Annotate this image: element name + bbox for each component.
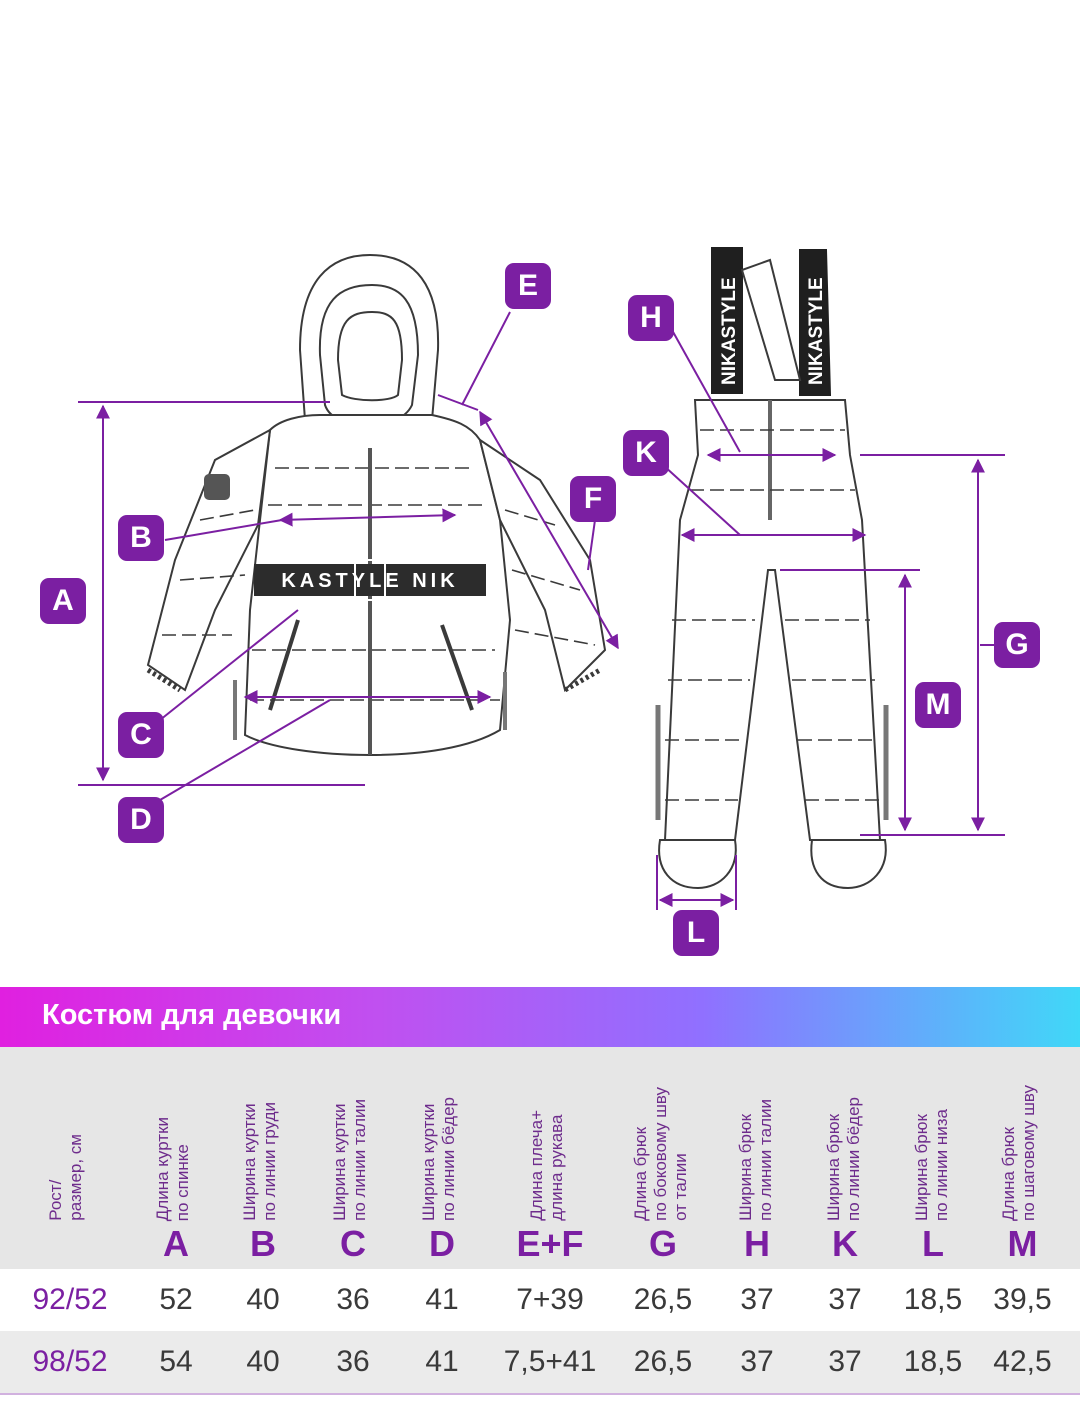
cell-c: 36 xyxy=(336,1283,370,1316)
title-banner: Костюм для девочки xyxy=(0,987,1080,1047)
column-letter: G xyxy=(648,1223,677,1264)
column-letter: B xyxy=(250,1223,276,1264)
cell-h: 37 xyxy=(740,1345,774,1378)
column-letter: L xyxy=(922,1223,944,1264)
badge-a: A xyxy=(40,578,86,624)
badge-l: L xyxy=(673,910,719,956)
column-header-b: Ширина куртки по линии груди B xyxy=(218,1047,308,1269)
column-letter: K xyxy=(832,1223,858,1264)
column-header-c: Ширина куртки по линии талии C xyxy=(308,1047,398,1269)
column-letter: E+F xyxy=(516,1223,584,1264)
column-label: Ширина куртки по линии бёдер xyxy=(419,1097,458,1221)
table-header: Рост/ размер, см Длина куртки по спинке … xyxy=(0,1047,1080,1269)
pants-drawing xyxy=(655,247,889,890)
column-header-l: Ширина брюк по линии низа L xyxy=(888,1047,978,1269)
badge-e: E xyxy=(505,263,551,309)
column-label: Длина брюк по боковому шву от талии xyxy=(631,1087,690,1221)
badge-b: B xyxy=(118,515,164,561)
strap-text-right: NIKASTYLE xyxy=(806,277,827,385)
column-label: Ширина брюк по линии бёдер xyxy=(824,1097,863,1221)
column-header-m: Длина брюк по шаговому шву M xyxy=(975,1047,1070,1269)
column-header-ef: Длина плеча+ длина рукава E+F xyxy=(495,1047,605,1269)
column-label: Ширина куртки по линии талии xyxy=(330,1099,369,1221)
garment-illustration: KASTYLE NIK xyxy=(40,247,1040,956)
cell-l: 18,5 xyxy=(903,1283,963,1316)
table-row: 92/52 52 40 36 41 7+39 26,5 37 37 18,5 3… xyxy=(0,1269,1080,1331)
column-header-size: Рост/ размер, см xyxy=(20,1047,120,1269)
belt-text: KASTYLE NIK xyxy=(281,570,458,592)
column-label: Ширина брюк по линии талии xyxy=(736,1099,775,1221)
banner-title: Костюм для девочки xyxy=(42,999,342,1031)
cell-ef: 7+39 xyxy=(516,1283,584,1316)
badge-k: K xyxy=(623,430,669,476)
badge-f: F xyxy=(570,476,616,522)
cell-d: 41 xyxy=(425,1345,459,1378)
column-letter: D xyxy=(429,1223,455,1264)
cell-m: 39,5 xyxy=(993,1283,1052,1316)
badge-m: M xyxy=(915,682,961,728)
column-letter: C xyxy=(340,1223,366,1264)
cell-b: 40 xyxy=(246,1283,280,1316)
cell-size: 92/52 xyxy=(32,1283,108,1316)
cell-d: 41 xyxy=(425,1283,459,1316)
row-divider xyxy=(0,1393,1080,1395)
column-header-k: Ширина брюк по линии бёдер K xyxy=(800,1047,890,1269)
cell-k: 37 xyxy=(828,1283,862,1316)
jacket-drawing xyxy=(146,253,607,757)
column-label: Ширина куртки по линии груди xyxy=(240,1102,279,1221)
column-label: Рост/ размер, см xyxy=(46,1134,85,1221)
measurement-lines xyxy=(78,311,1005,912)
column-header-g: Длина брюк по боковому шву от талии G xyxy=(613,1047,713,1269)
column-label: Длина куртки по спинке xyxy=(153,1116,192,1221)
cell-g: 26,5 xyxy=(633,1345,693,1378)
badge-h: H xyxy=(628,295,674,341)
badge-g: G xyxy=(994,622,1040,668)
column-letter: A xyxy=(163,1223,189,1264)
cell-c: 36 xyxy=(336,1345,370,1378)
cell-k: 37 xyxy=(828,1345,862,1378)
cell-a: 52 xyxy=(159,1283,193,1316)
garment-drawing: KASTYLE NIK xyxy=(78,247,1005,912)
cell-m: 42,5 xyxy=(993,1345,1052,1378)
column-header-d: Ширина куртки по линии бёдер D xyxy=(397,1047,487,1269)
cell-size: 98/52 xyxy=(32,1345,108,1378)
size-table: Рост/ размер, см Длина куртки по спинке … xyxy=(0,1047,1080,1408)
column-label: Длина плеча+ длина рукава xyxy=(527,1110,566,1221)
column-letter: M xyxy=(1007,1223,1038,1264)
column-header-a: Длина куртки по спинке A xyxy=(131,1047,221,1269)
strap-text-left: NIKASTYLE xyxy=(719,277,740,385)
cell-g: 26,5 xyxy=(633,1283,693,1316)
badge-d: D xyxy=(118,797,164,843)
cell-a: 54 xyxy=(159,1345,193,1378)
cell-l: 18,5 xyxy=(903,1345,963,1378)
cell-h: 37 xyxy=(740,1283,774,1316)
cell-b: 40 xyxy=(246,1345,280,1378)
cell-ef: 7,5+41 xyxy=(503,1345,597,1378)
column-header-h: Ширина брюк по линии талии H xyxy=(712,1047,802,1269)
badge-c: C xyxy=(118,712,164,758)
column-letter: H xyxy=(744,1223,770,1264)
table-row: 98/52 54 40 36 41 7,5+41 26,5 37 37 18,5… xyxy=(0,1331,1080,1393)
column-label: Длина брюк по шаговому шву xyxy=(999,1085,1038,1221)
column-label: Ширина брюк по линии низа xyxy=(912,1108,951,1221)
